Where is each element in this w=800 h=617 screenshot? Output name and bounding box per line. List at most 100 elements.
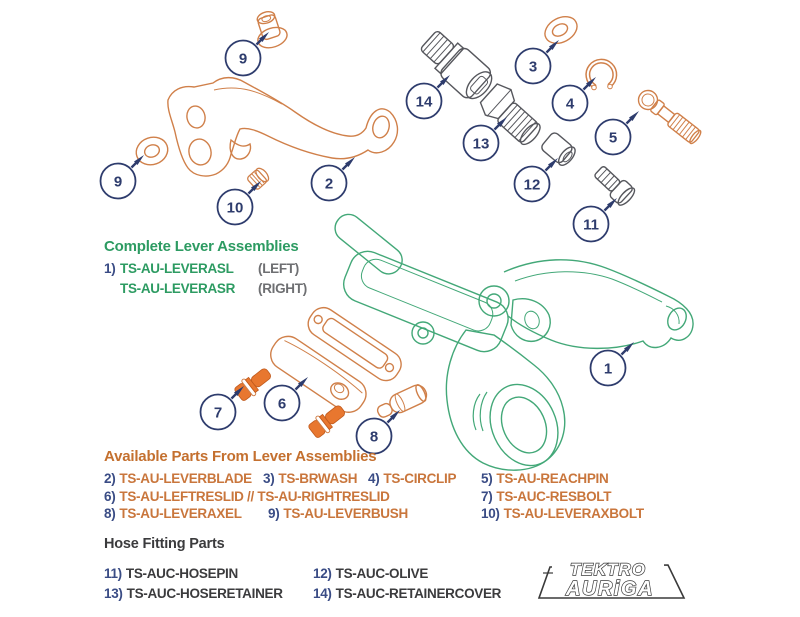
retainer-cover-drawing [420, 30, 493, 100]
complete-assemblies-heading: Complete Lever Assemblies [104, 238, 299, 255]
resbolt2-drawing [308, 405, 345, 438]
part-code: TS-AUC-HOSEPIN [125, 566, 238, 581]
callout-9: 9 [99, 155, 144, 200]
left-reslid-drawing [270, 335, 367, 413]
svg-text:6: 6 [278, 396, 286, 413]
leveraxel-pin-drawing [376, 384, 428, 418]
part-number: 8) [104, 506, 116, 521]
side-label: (LEFT) [258, 261, 299, 276]
assembly-list-item: TS-AU-LEVERASR (RIGHT) [104, 281, 364, 296]
part-list-item: 11)TS-AUC-HOSEPIN [104, 566, 238, 581]
svg-text:10: 10 [227, 200, 244, 217]
part-list-item: 4)TS-CIRCLIP [368, 471, 456, 486]
callout-11: 11 [572, 198, 617, 243]
part-number: 9) [268, 506, 280, 521]
logo-model-text: AURiGA [565, 578, 654, 600]
part-code: TS-AU-LEVERBUSH [283, 506, 408, 521]
right-reslid-drawing [307, 306, 402, 382]
part-code: TS-AU-LEVERBLADE [119, 471, 252, 486]
tektro-auriga-logo: TEKTRO AURiGA [537, 555, 686, 601]
part-number: 7) [481, 489, 493, 504]
hose-fitting-heading: Hose Fitting Parts [104, 536, 225, 552]
part-code: TS-AU-LEVERAXEL [119, 506, 242, 521]
part-code: TS-AUC-HOSERETAINER [126, 586, 283, 601]
callout-1: 1 [589, 342, 634, 387]
part-list-item: 7)TS-AUC-RESBOLT [481, 489, 612, 504]
part-number: 10) [481, 506, 500, 521]
svg-text:4: 4 [566, 96, 575, 113]
callout-13: 13 [462, 117, 507, 162]
hose-retainer-drawing [479, 83, 541, 146]
part-code: TS-AU-LEVERASL [120, 261, 234, 276]
part-number: 1) [104, 261, 116, 276]
part-list-item: 14)TS-AUC-RETAINERCOVER [313, 586, 501, 601]
svg-text:3: 3 [529, 59, 537, 76]
svg-text:8: 8 [370, 429, 378, 446]
part-number: 4) [368, 471, 380, 486]
part-code: TS-AU-LEVERASR [120, 281, 236, 296]
svg-text:1: 1 [604, 361, 612, 378]
logo-brand-text: TEKTRO [570, 560, 646, 579]
svg-text:12: 12 [524, 177, 541, 194]
lever-blade-drawing [167, 76, 399, 177]
part-number: 3) [263, 471, 275, 486]
part-code: TS-AU-LEVERAXBOLT [503, 506, 644, 521]
hosepin-drawing [594, 166, 636, 206]
leverbush-drawing [256, 11, 288, 49]
callout-9: 9 [224, 32, 269, 77]
part-number: 6) [104, 489, 116, 504]
available-parts-heading: Available Parts From Lever Assemblies [104, 448, 377, 465]
part-list-item: 9)TS-AU-LEVERBUSH [268, 506, 408, 521]
part-number: 12) [313, 566, 332, 581]
brake-washer-drawing [544, 16, 578, 44]
circlip-drawing [585, 58, 618, 91]
callout-4: 4 [551, 77, 596, 122]
lever-assembly-drawing [334, 213, 694, 471]
resbolt-drawing [234, 368, 271, 401]
part-code: TS-AUC-RETAINERCOVER [335, 586, 502, 601]
part-number: 11) [104, 566, 122, 581]
callout-7: 7 [199, 386, 244, 431]
svg-text:2: 2 [325, 176, 333, 193]
part-code: TS-AU-REACHPIN [496, 471, 609, 486]
callout-5: 5 [594, 111, 639, 156]
reachpin-drawing [637, 89, 702, 145]
assembly-list-item: 1) TS-AU-LEVERASL (LEFT) [104, 261, 364, 276]
olive-drawing [541, 132, 576, 166]
side-label: (RIGHT) [258, 281, 307, 296]
part-code: TS-CIRCLIP [383, 471, 457, 486]
part-list-item: 5)TS-AU-REACHPIN [481, 471, 609, 486]
callout-2: 2 [310, 157, 355, 202]
part-list-item: 13)TS-AUC-HOSERETAINER [104, 586, 283, 601]
washer-drawing [135, 136, 169, 166]
part-code: TS-BRWASH [278, 471, 358, 486]
callout-6: 6 [263, 377, 308, 422]
part-number: 13) [104, 586, 123, 601]
svg-text:5: 5 [609, 130, 617, 147]
callout-8: 8 [355, 410, 400, 455]
part-list-item: 3)TS-BRWASH [263, 471, 358, 486]
part-code: TS-AUC-RESBOLT [496, 489, 612, 504]
part-list-item: 6)TS-AU-LEFTRESLID // TS-AU-RIGHTRESLID [104, 489, 390, 504]
part-code: TS-AUC-OLIVE [335, 566, 429, 581]
callout-3: 3 [514, 40, 559, 85]
svg-text:14: 14 [416, 94, 433, 111]
part-list-item: 8)TS-AU-LEVERAXEL [104, 506, 242, 521]
svg-text:9: 9 [114, 174, 122, 191]
callout-14: 14 [405, 75, 450, 120]
callout-12: 12 [513, 158, 558, 203]
part-number: 14) [313, 586, 332, 601]
part-list-item: 2)TS-AU-LEVERBLADE [104, 471, 252, 486]
part-list-item: 10)TS-AU-LEVERAXBOLT [481, 506, 644, 521]
part-number: 2) [104, 471, 116, 486]
part-code: TS-AU-LEFTRESLID // TS-AU-RIGHTRESLID [119, 489, 390, 504]
leveraxbolt-drawing [247, 167, 270, 190]
svg-text:7: 7 [214, 405, 222, 422]
svg-text:11: 11 [583, 217, 599, 234]
svg-text:9: 9 [239, 51, 247, 68]
part-list-item: 12)TS-AUC-OLIVE [313, 566, 428, 581]
callout-10: 10 [216, 181, 261, 226]
